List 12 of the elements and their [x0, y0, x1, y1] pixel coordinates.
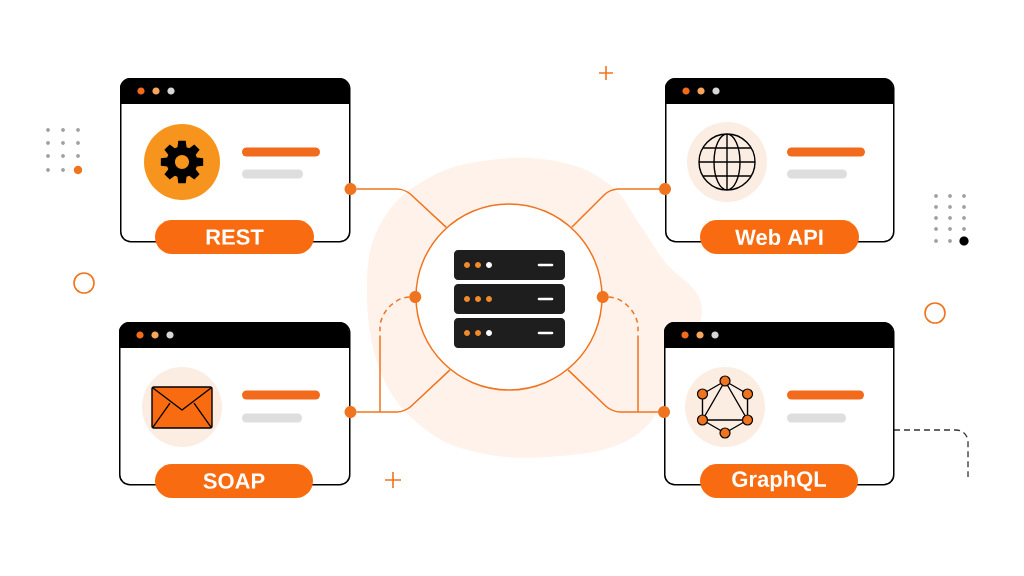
pill-label: Web API: [700, 220, 859, 254]
connector: [567, 369, 639, 413]
connector: [637, 411, 659, 413]
connector: [355, 188, 448, 229]
pill-label: SOAP: [155, 464, 313, 498]
connector: [608, 296, 639, 413]
connector: [379, 296, 410, 413]
pill-label: REST: [155, 220, 314, 254]
pill-label: GraphQL: [700, 464, 858, 498]
connector: [571, 188, 660, 229]
connector: [379, 369, 451, 413]
connector: [355, 411, 381, 413]
